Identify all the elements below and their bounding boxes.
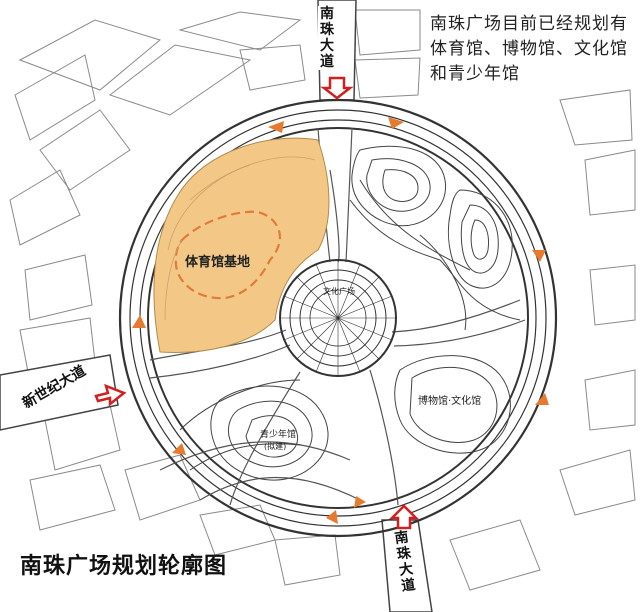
ring-road [118, 98, 558, 538]
north-entry-arrow [320, 76, 354, 100]
gym-site-boundary [174, 210, 281, 300]
gym-site-contours [164, 156, 316, 321]
arrow-marker [268, 121, 284, 133]
youth-center-contours [179, 379, 329, 481]
arrow-marker [326, 510, 338, 524]
center-plaza-label: 文化广场 [323, 286, 355, 296]
arrow-marker [535, 393, 549, 405]
youth-center-label: 青少年馆 [260, 428, 296, 440]
gym-site-label: 体育馆基地 [185, 254, 250, 270]
interior-paths [149, 127, 526, 506]
youth-center-sublabel: (拟建) [264, 441, 286, 451]
road-label-north: 南珠大道 [318, 6, 336, 70]
entry-arrows-red [94, 76, 420, 530]
zone-labels: 体育馆基地 文化广场 博物馆·文化馆 青少年馆 (拟建) [185, 254, 481, 451]
museum-label: 博物馆·文化馆 [418, 394, 481, 407]
landscape-contours [349, 145, 521, 454]
west-entry-arrow [94, 383, 127, 407]
arrow-marker [132, 315, 146, 328]
figure-caption: 南珠广场规划轮廓图 [20, 554, 228, 579]
planning-note: 南珠广场目前已经规划有体育馆、博物馆、文化馆和青少年馆 [430, 14, 628, 84]
arrow-marker [388, 117, 404, 129]
arrow-marker [532, 250, 546, 262]
traffic-arrows-orange [132, 117, 549, 524]
arrow-marker [172, 443, 186, 455]
central-plaza [279, 259, 397, 377]
south-entry-arrow [388, 504, 420, 530]
gym-site-area [153, 137, 330, 353]
arrow-marker [354, 496, 366, 508]
